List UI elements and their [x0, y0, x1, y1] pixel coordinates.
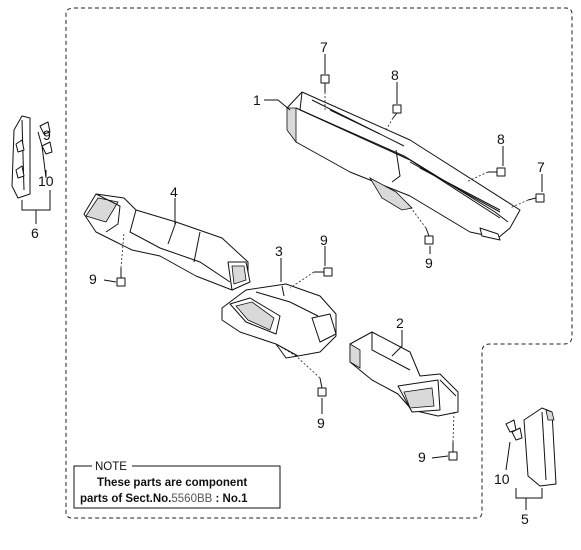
screw-icon [424, 227, 434, 245]
note-line-2-prefix: parts of Sect.No. [80, 493, 171, 505]
callout-9f: 9 [43, 127, 51, 143]
callout-10a: 10 [38, 173, 54, 189]
duct-part-3 [221, 283, 337, 359]
callout-9c: 9 [425, 255, 433, 271]
screw-icon [527, 193, 545, 203]
callout-8a: 8 [391, 67, 399, 83]
callout-7b: 7 [537, 159, 545, 175]
screw-icon [314, 267, 333, 277]
callout-7a: 7 [320, 39, 328, 55]
callout-3: 3 [275, 243, 283, 259]
screw-icon [320, 74, 330, 92]
trim-part-6 [11, 115, 53, 199]
note-line-2: parts of Sect.No.5560BB : No.1 [80, 493, 248, 505]
screw-icon [448, 442, 458, 461]
screw-icon [116, 268, 126, 287]
duct-part-2 [349, 331, 459, 417]
assembly-boundary [65, 7, 573, 519]
callout-8b: 8 [497, 131, 505, 147]
screw-icon [488, 167, 506, 177]
callout-5: 5 [521, 511, 529, 527]
note-box: NOTE These parts are component parts of … [73, 458, 281, 509]
callout-6: 6 [31, 225, 39, 241]
callout-9b: 9 [89, 271, 97, 287]
duct-part-1 [286, 91, 521, 241]
clip-icon [41, 141, 53, 155]
note-sect-number: 5560BB [171, 493, 212, 505]
note-line-2-suffix: : No.1 [212, 493, 248, 505]
callout-2: 2 [396, 315, 404, 331]
callout-9a: 9 [320, 232, 328, 248]
callout-10b: 10 [494, 471, 510, 487]
clip-icon [511, 427, 523, 441]
clip-icon [39, 121, 51, 135]
note-title: NOTE [95, 461, 127, 473]
note-line-1: These parts are component [97, 477, 247, 489]
screw-icon [392, 104, 402, 119]
callout-9d: 9 [317, 415, 325, 431]
duct-part-4 [83, 193, 251, 291]
screw-icon [317, 377, 327, 397]
callout-4: 4 [170, 184, 178, 200]
callout-1: 1 [253, 92, 261, 108]
callout-9e: 9 [418, 449, 426, 465]
trim-part-5 [505, 407, 557, 487]
